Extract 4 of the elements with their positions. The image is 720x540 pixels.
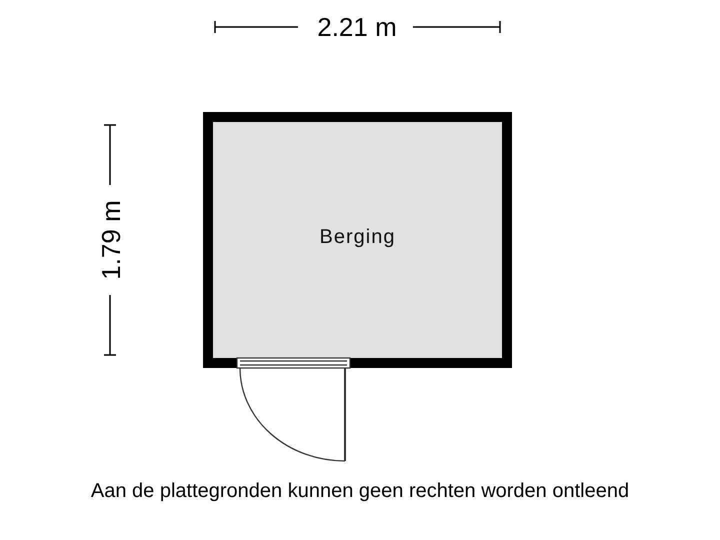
dimension-label: 1.79 m xyxy=(98,200,124,280)
disclaimer-text: Aan de plattegronden kunnen geen rechten worden ontleend xyxy=(90,480,630,503)
room-label: Berging xyxy=(320,226,396,249)
dimension-label: 2.21 m xyxy=(317,14,397,40)
